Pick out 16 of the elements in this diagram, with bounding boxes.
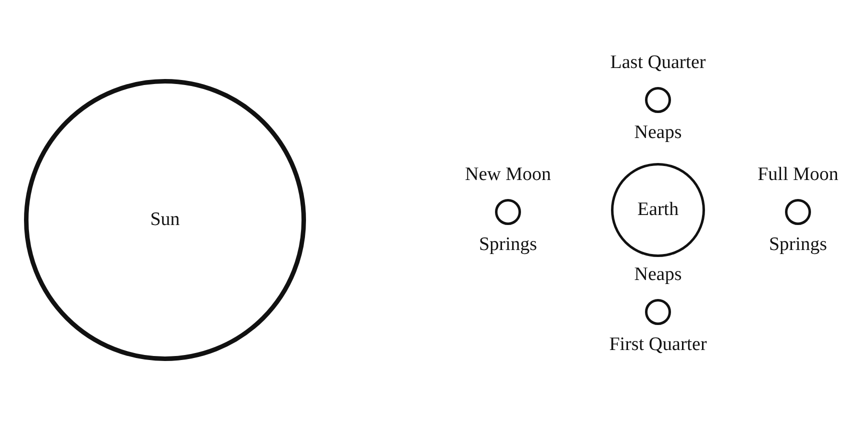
tide-label: Neaps (634, 264, 682, 286)
tide-label: Neaps (634, 122, 682, 144)
phase-label: New Moon (464, 164, 552, 186)
phase-label: First Quarter (609, 334, 707, 356)
moon-circle (645, 299, 671, 325)
earth-circle (611, 163, 705, 257)
tide-label: Springs (768, 234, 828, 256)
phase-label: Full Moon (758, 164, 838, 186)
moon-circle (645, 87, 671, 113)
moon-circle (785, 199, 811, 225)
moon-circle (495, 199, 521, 225)
body-label: Sun (149, 209, 181, 231)
phase-label: Last Quarter (610, 52, 706, 74)
tide-label: Springs (478, 234, 538, 256)
sun-circle (24, 79, 306, 361)
body-label: Earth (636, 199, 680, 221)
